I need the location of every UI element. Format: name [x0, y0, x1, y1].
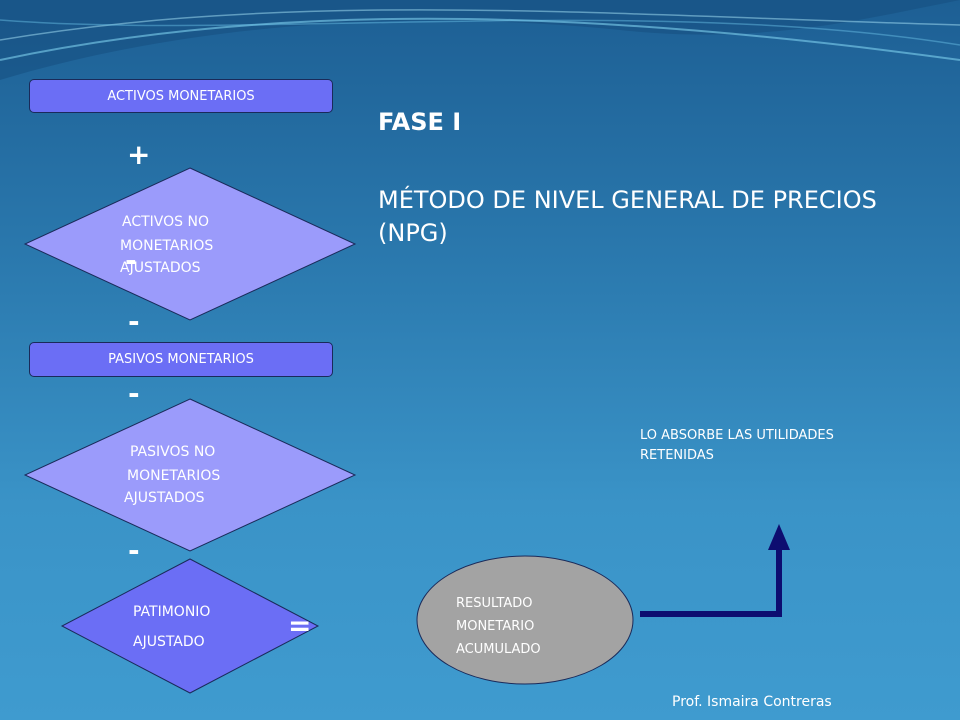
- note-text: LO ABSORBE LAS UTILIDADES RETENIDAS: [640, 428, 834, 463]
- patrimonio-label-1: PATIMONIO: [133, 604, 211, 620]
- resultado-label-1: RESULTADO: [456, 596, 533, 611]
- pasivos-monetarios-box: PASIVOS MONETARIOS: [29, 342, 333, 377]
- arrow-up-icon: [768, 524, 790, 550]
- slide-title: FASE I: [378, 108, 462, 136]
- footer-author: Prof. Ismaira Contreras: [672, 694, 832, 710]
- resultado-label-2: MONETARIO: [456, 619, 535, 634]
- activos-no-label-2: MONETARIOS: [120, 238, 214, 254]
- minus-operator-2: -: [128, 305, 140, 338]
- activos-monetarios-box: ACTIVOS MONETARIOS: [29, 79, 333, 113]
- plus-operator: +: [127, 138, 151, 171]
- pasivos-no-label-3: AJUSTADOS: [124, 490, 205, 506]
- connector-line: [640, 548, 782, 617]
- pasivos-no-monetarios-diamond: [23, 398, 357, 552]
- activos-no-monetarios-diamond: [23, 167, 357, 321]
- equals-operator: =: [288, 609, 312, 642]
- pasivos-no-label-1: PASIVOS NO: [130, 444, 216, 460]
- minus-operator-3: -: [128, 377, 140, 410]
- activos-no-label-1: ACTIVOS NO: [122, 214, 209, 230]
- activos-monetarios-label: ACTIVOS MONETARIOS: [107, 88, 255, 104]
- patrimonio-diamond: [60, 558, 320, 694]
- minus-operator-4: -: [128, 534, 140, 567]
- resultado-ellipse: [416, 555, 634, 685]
- pasivos-monetarios-label: PASIVOS MONETARIOS: [108, 352, 254, 367]
- pasivos-no-label-2: MONETARIOS: [127, 468, 221, 484]
- patrimonio-label-2: AJUSTADO: [133, 634, 205, 650]
- resultado-label: RESULTADO MONETARIO ACUMULADO: [456, 592, 541, 661]
- resultado-label-3: ACUMULADO: [456, 642, 541, 657]
- activos-no-label-3: AJUSTADOS: [120, 260, 201, 276]
- slide-subtitle: MÉTODO DE NIVEL GENERAL DE PRECIOS (NPG): [378, 186, 877, 247]
- minus-operator-1: -: [125, 244, 137, 277]
